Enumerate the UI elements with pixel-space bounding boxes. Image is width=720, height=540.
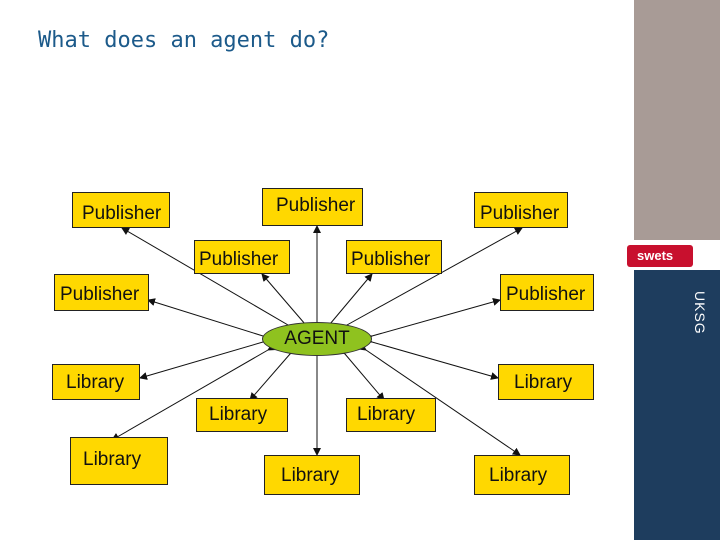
link-publisher-7 xyxy=(364,298,501,342)
link-library-4 xyxy=(337,346,385,401)
link-library-5 xyxy=(111,343,277,441)
swets-logo: swets xyxy=(627,245,693,267)
library-node: Library xyxy=(52,364,140,400)
publisher-node: Publisher xyxy=(346,240,442,274)
publisher-node: Publisher xyxy=(500,274,594,311)
library-node: Library xyxy=(498,364,594,400)
link-publisher-6 xyxy=(147,298,271,342)
side-panel-bottom xyxy=(634,270,720,540)
publisher-node: Publisher xyxy=(474,192,568,228)
link-library-1 xyxy=(139,336,271,380)
side-panel-top xyxy=(634,0,720,240)
link-library-2 xyxy=(364,336,499,380)
library-node: Library xyxy=(346,398,436,432)
link-publisher-4 xyxy=(261,273,313,332)
slide-title: What does an agent do? xyxy=(38,28,330,53)
link-library-7 xyxy=(357,342,521,456)
library-node: Library xyxy=(474,455,570,495)
link-library-3 xyxy=(249,346,298,401)
agent-node: AGENT xyxy=(262,322,372,356)
publisher-node: Publisher xyxy=(54,274,149,311)
publisher-node: Publisher xyxy=(194,240,290,274)
library-node: Library xyxy=(264,455,360,495)
library-node: Library xyxy=(70,437,168,485)
publisher-node: Publisher xyxy=(72,192,170,228)
library-node: Library xyxy=(196,398,288,432)
publisher-node: Publisher xyxy=(262,188,363,226)
link-publisher-5 xyxy=(322,273,373,332)
